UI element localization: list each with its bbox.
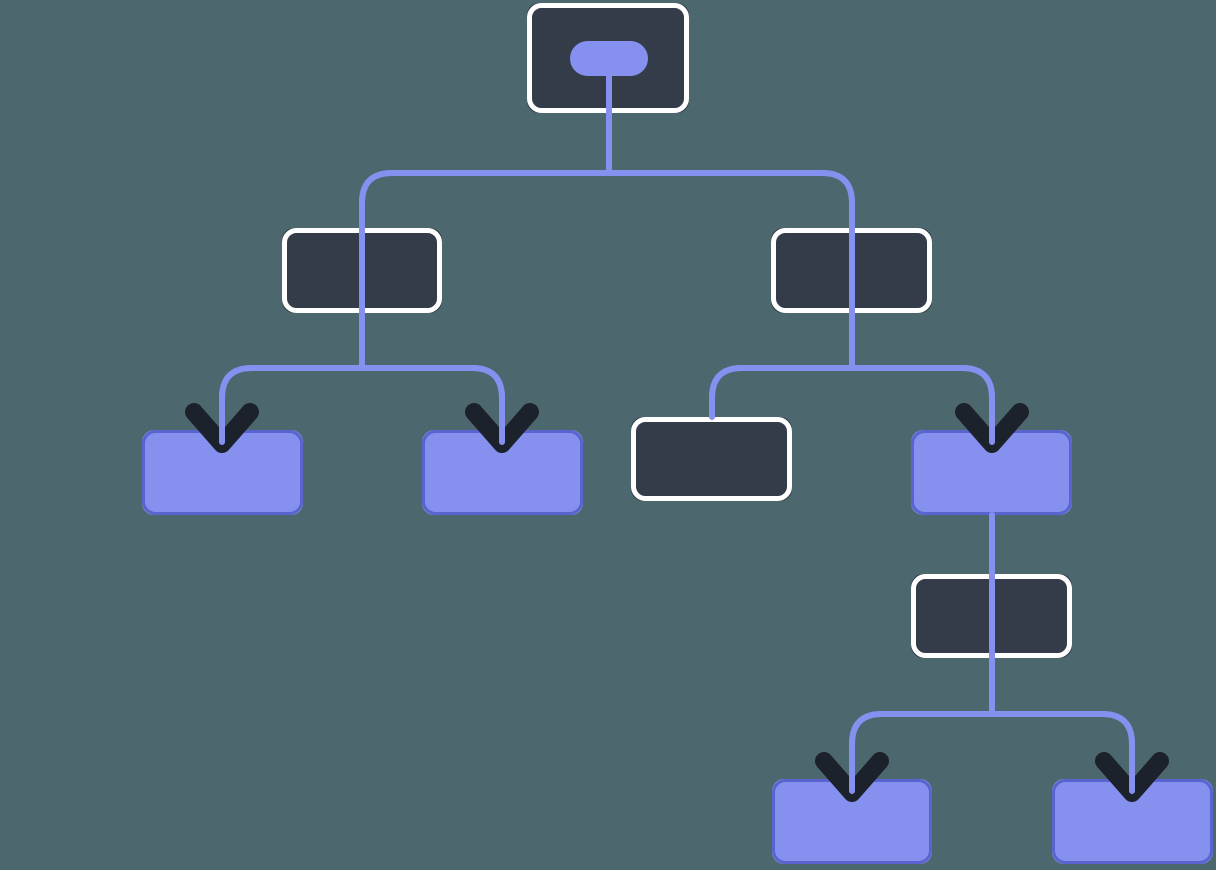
node-fill-layer (142, 3, 1213, 864)
leaf-node-f-fill (1052, 779, 1213, 864)
pill-layer (570, 41, 648, 113)
branch-node-d-fill (911, 430, 1072, 515)
leaf-node-e-fill (772, 779, 932, 864)
leaf-node-b-fill (422, 430, 583, 515)
leaf-node-a-fill (142, 430, 303, 515)
connector-layer-front (219, 110, 1135, 794)
dark-leaf-node-c-fill (631, 417, 792, 501)
connector-level2right-to-leaves-overlay (709, 310, 995, 445)
connector-level4-to-leaves-overlay (849, 655, 1135, 794)
connector-level2left-to-leaves-overlay (219, 310, 505, 445)
connector-root-to-level2-overlay (359, 110, 855, 316)
